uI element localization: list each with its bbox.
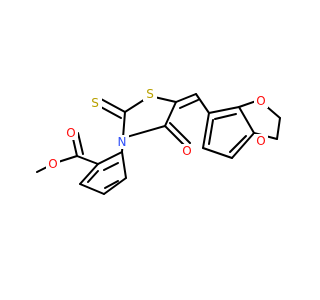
bond-c2-thione-2	[98, 105, 122, 119]
bond-c4-n	[122, 125, 166, 139]
bond-benz-3	[103, 177, 127, 195]
thione-sulfur-label: S	[91, 96, 99, 110]
bond-c2-thione-1	[100, 98, 126, 113]
thiazolidinone-ring	[98, 95, 191, 148]
atom-labels: O O S S N O O O	[46, 87, 268, 171]
bond-bd-4	[202, 147, 233, 159]
bond-benz-2	[121, 151, 127, 179]
bond-c5-methine-2	[179, 99, 199, 109]
bond-bd-2	[238, 106, 255, 134]
bond-methine-aryl	[195, 93, 210, 114]
ring-nitrogen-label: N	[118, 135, 127, 149]
bond-c5-methine-1	[175, 93, 197, 103]
molecule-structure-diagram: O O S S N O O O	[36, 87, 281, 195]
bond-bd-inner-a	[214, 113, 237, 120]
dioxole-oxygen-top-label: O	[256, 94, 265, 108]
benzodioxole-ring	[202, 106, 255, 159]
bond-bd-1	[208, 106, 240, 114]
bond-c4-carbonyl-1	[164, 125, 187, 148]
bond-bd-inner-c	[208, 119, 214, 145]
bond-benz-1	[97, 151, 123, 165]
bond-benz-4	[79, 183, 105, 195]
bond-c5-c4	[164, 101, 177, 127]
ring-carbonyl-oxygen-label: O	[182, 144, 191, 158]
bond-bd-inner-b	[229, 135, 247, 153]
bond-benz-inner-c	[87, 170, 99, 183]
bond-diox-bottom-out	[276, 117, 281, 140]
dioxole-oxygen-bottom-label: O	[256, 134, 265, 148]
bond-n-c2	[122, 111, 126, 139]
bond-benz-inner-b	[104, 180, 119, 189]
bond-bd-5	[202, 112, 210, 149]
bond-ester-c-carbonyl-o-2	[77, 132, 84, 155]
bond-ester-c-ring	[76, 155, 99, 165]
ester-carbonyl-oxygen-label: O	[66, 126, 75, 140]
bond-benz-5	[79, 163, 99, 185]
bond-benz-inner-a	[103, 162, 119, 171]
benzylidene-linker	[175, 93, 210, 114]
ring-sulfur-label: S	[146, 87, 154, 101]
bond-c4-carbonyl-2	[169, 122, 191, 144]
ester-ether-oxygen-label: O	[48, 157, 57, 171]
bond-bd-3	[231, 132, 255, 159]
